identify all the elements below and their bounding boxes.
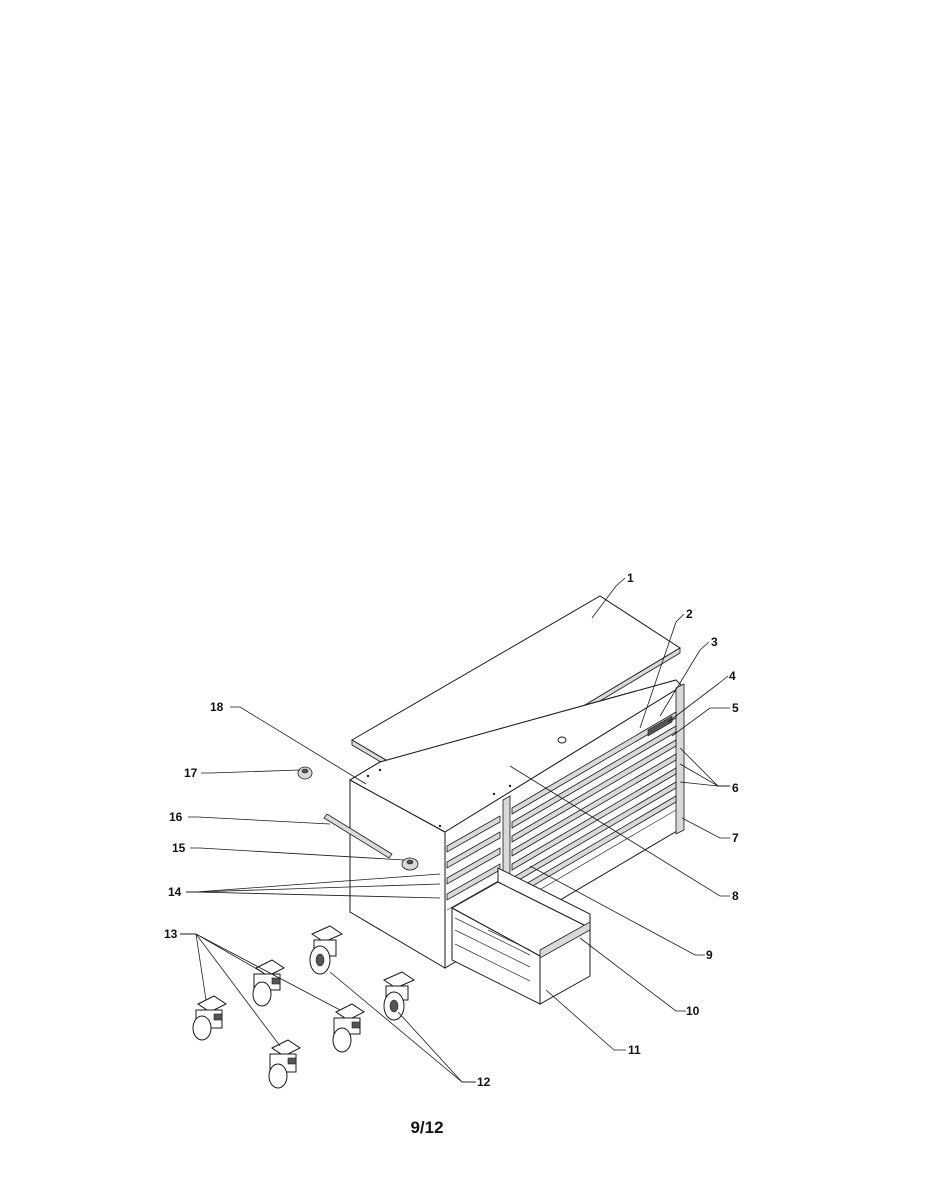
callout-2: 2 xyxy=(686,607,693,621)
swivel-caster-1 xyxy=(192,995,227,1041)
handle-bracket-left xyxy=(297,766,313,780)
callout-18: 18 xyxy=(210,700,224,714)
callout-4: 4 xyxy=(729,669,736,683)
callout-6: 6 xyxy=(732,781,739,795)
callout-10: 10 xyxy=(686,1004,700,1018)
open-drawer xyxy=(450,867,592,1005)
page-number: 9/12 xyxy=(410,1118,444,1137)
left-drawer-handles xyxy=(446,815,501,911)
right-drawer-handles xyxy=(511,711,677,907)
callout-3: 3 xyxy=(711,635,718,649)
callout-7: 7 xyxy=(732,831,739,845)
callout-1: 1 xyxy=(627,571,634,585)
callout-15: 15 xyxy=(172,841,186,855)
rigid-caster-2 xyxy=(382,971,416,1021)
rigid-caster-1 xyxy=(309,925,344,975)
handle-bracket-right xyxy=(401,857,419,871)
swivel-caster-4 xyxy=(268,1039,301,1089)
callout-8: 8 xyxy=(732,889,739,903)
swivel-caster-2 xyxy=(252,959,285,1007)
callout-16: 16 xyxy=(169,810,183,824)
callout-14: 14 xyxy=(168,885,182,899)
callout-11: 11 xyxy=(628,1043,641,1057)
callout-17: 17 xyxy=(184,766,198,780)
callout-labels: 1 2 3 4 5 6 7 8 9 10 11 12 13 14 15 16 1… xyxy=(164,571,739,1089)
callout-9: 9 xyxy=(706,948,713,962)
callout-5: 5 xyxy=(732,701,739,715)
side-handle-bar xyxy=(323,813,393,859)
leader-lines xyxy=(180,577,730,1083)
callout-13: 13 xyxy=(164,927,178,941)
callout-12: 12 xyxy=(477,1075,491,1089)
swivel-caster-3 xyxy=(332,1003,365,1053)
